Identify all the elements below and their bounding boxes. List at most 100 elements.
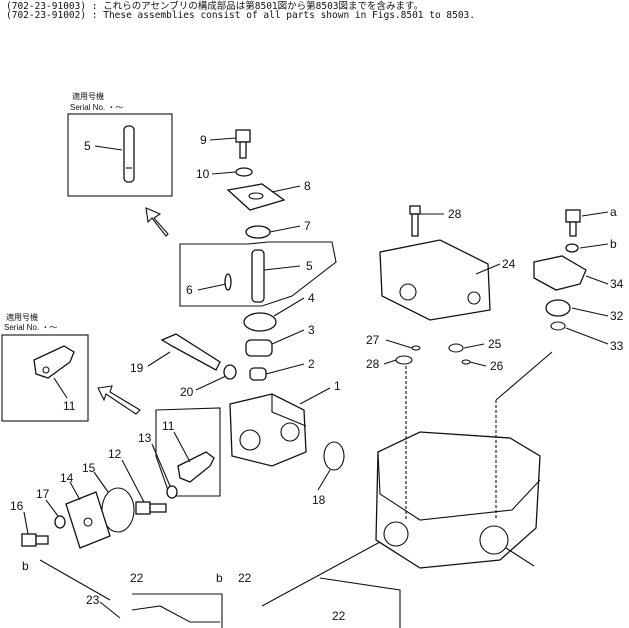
inset-top-box bbox=[67, 113, 173, 197]
leader-12 bbox=[121, 459, 145, 503]
callout-22-mid: 22 bbox=[238, 571, 252, 585]
pin-5 bbox=[251, 249, 265, 303]
callout-20: 20 bbox=[180, 385, 194, 399]
leader-26 bbox=[469, 361, 487, 367]
oring-31 bbox=[550, 321, 566, 331]
bolt-33-shank bbox=[569, 221, 577, 237]
lever-11 bbox=[177, 451, 215, 483]
leader-16 bbox=[23, 511, 29, 535]
callout-14: 14 bbox=[60, 471, 74, 485]
leader-19 bbox=[147, 351, 171, 367]
main-valve-block bbox=[375, 431, 541, 569]
leader-1 bbox=[299, 387, 331, 405]
pin-6 bbox=[224, 273, 232, 291]
leader-a-left bbox=[39, 559, 111, 601]
callout-31: 33 bbox=[610, 339, 624, 353]
callout-3: 3 bbox=[308, 323, 315, 337]
ring-7 bbox=[245, 225, 271, 239]
callout-7: 7 bbox=[304, 219, 311, 233]
callout-23: 23 bbox=[86, 593, 100, 607]
bolt-33-head bbox=[565, 209, 581, 223]
plate-8-hole bbox=[248, 192, 264, 200]
callout-12: 12 bbox=[108, 447, 122, 461]
group-22-bracket-right bbox=[319, 577, 401, 628]
housing-1-port bbox=[280, 422, 300, 442]
callout-6: 6 bbox=[186, 283, 193, 297]
bearing-3 bbox=[245, 339, 273, 357]
lever-32 bbox=[533, 255, 587, 291]
bolt-29-head bbox=[409, 205, 421, 215]
bolt-12-shank bbox=[149, 503, 167, 513]
cover-14 bbox=[65, 491, 111, 549]
inset-top-jp: 適用号機 bbox=[72, 91, 104, 101]
callout-13: 13 bbox=[138, 431, 152, 445]
housing-1-edge bbox=[271, 394, 307, 427]
housing-24-port bbox=[399, 283, 417, 301]
callout-17: 17 bbox=[36, 487, 50, 501]
pin-group-box bbox=[179, 241, 337, 307]
plate-8 bbox=[226, 183, 286, 211]
leader-5 bbox=[263, 265, 301, 271]
leader-28 bbox=[383, 359, 397, 365]
leader-18 bbox=[317, 469, 331, 491]
housing-24-port-2 bbox=[467, 291, 481, 305]
inset-left-callout: 11 bbox=[63, 399, 76, 413]
inset-left-jp: 適用号機 bbox=[6, 312, 38, 322]
inset-left-leader bbox=[53, 377, 68, 399]
leader-2 bbox=[265, 363, 305, 375]
callout-25: 25 bbox=[488, 337, 502, 351]
seal-4 bbox=[243, 312, 277, 332]
housing-1-bore bbox=[239, 429, 261, 451]
washer-20 bbox=[223, 364, 237, 380]
inset-left-serial: Serial No. ・～ bbox=[4, 323, 57, 332]
callout-32: 34 bbox=[610, 277, 624, 291]
callout-27: 27 bbox=[366, 333, 380, 347]
callout-1: 1 bbox=[334, 379, 341, 393]
washer-17 bbox=[54, 515, 66, 529]
plug-30 bbox=[545, 299, 571, 317]
leader-8 bbox=[271, 185, 301, 193]
lever-group-box bbox=[155, 407, 221, 497]
callout-a-bottom: b bbox=[216, 571, 223, 585]
callout-8: 8 bbox=[304, 179, 311, 193]
callout-2: 2 bbox=[308, 357, 315, 371]
leader-4 bbox=[273, 297, 305, 317]
housing-1 bbox=[229, 393, 307, 467]
washer-34 bbox=[565, 243, 579, 253]
leader-27 bbox=[385, 339, 413, 349]
housing-24 bbox=[379, 239, 491, 321]
leader-15 bbox=[93, 471, 109, 493]
inset-top-serial: Serial No. ・～ bbox=[70, 103, 123, 112]
callout-28: 28 bbox=[366, 357, 380, 371]
leader-24 bbox=[475, 263, 501, 275]
bolt-9-shank bbox=[239, 141, 247, 159]
leader-31 bbox=[565, 327, 609, 345]
inset-lever-hole bbox=[42, 366, 50, 374]
leader-25 bbox=[463, 343, 485, 349]
callout-4: 4 bbox=[308, 291, 315, 305]
oring-28 bbox=[395, 355, 413, 365]
leader-6 bbox=[197, 283, 227, 291]
header-note-jp: (702-23-91003) : これらのアセンブリの構成部品は第8501図から… bbox=[6, 1, 424, 12]
inset-lever-part bbox=[33, 345, 75, 379]
bolt-19 bbox=[160, 333, 221, 371]
callout-11: 11 bbox=[162, 419, 175, 433]
leader-34 bbox=[579, 243, 609, 249]
callout-33: a bbox=[610, 205, 617, 219]
bolt-16-shank bbox=[35, 535, 49, 545]
leader-b-right bbox=[505, 547, 535, 567]
bushing-2 bbox=[249, 367, 267, 381]
bolt-12-head bbox=[135, 501, 151, 515]
leader-23 bbox=[99, 601, 121, 619]
leader-30 bbox=[571, 307, 609, 317]
inset-top-callout: 5 bbox=[84, 139, 91, 153]
bolt-16-head bbox=[21, 533, 37, 547]
center-line-31 bbox=[495, 351, 553, 401]
leader-33 bbox=[581, 211, 609, 217]
main-valve-port-right bbox=[479, 525, 509, 555]
leader-b-lower bbox=[261, 541, 381, 607]
callout-24: 24 bbox=[502, 257, 516, 271]
bolt-9-head bbox=[235, 129, 251, 143]
